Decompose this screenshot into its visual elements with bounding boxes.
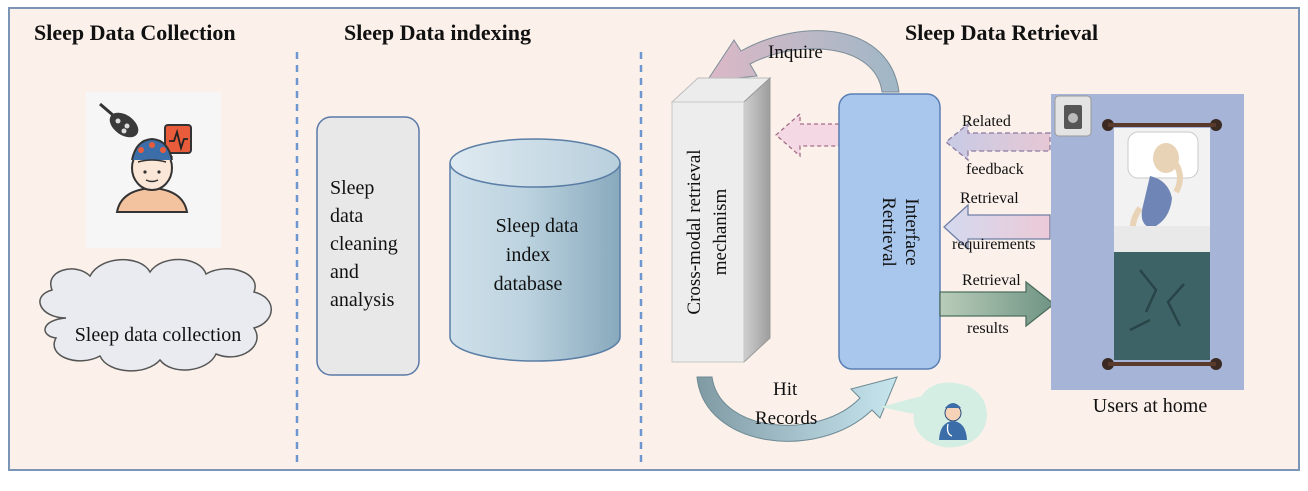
- retrieval-requirements-arrow: [943, 203, 1051, 251]
- database-line-1: Sleep data: [496, 215, 579, 237]
- section-title-retrieval: Sleep Data Retrieval: [905, 20, 1098, 45]
- database-line-2: index: [506, 244, 550, 266]
- speaker-icon: [1054, 95, 1092, 137]
- retrieval-interface-box: [838, 93, 941, 370]
- related-label: Related: [962, 113, 1011, 130]
- cleaning-line-3: cleaning: [330, 233, 398, 255]
- feedback-label: feedback: [966, 161, 1024, 178]
- hit-label: Hit: [773, 379, 798, 400]
- cleaning-line-4: and: [330, 261, 359, 283]
- database-line-3: database: [494, 273, 563, 295]
- interface-line-1: Retrieval: [878, 197, 899, 267]
- related-feedback-arrow: [944, 122, 1051, 162]
- records-label: Records: [755, 408, 817, 429]
- users-label: Users at home: [1093, 395, 1208, 417]
- inquire-arrow: [706, 30, 900, 93]
- cleaning-line-2: data: [330, 205, 363, 227]
- mechanism-line-1: Cross-modal retrieval: [684, 149, 705, 314]
- cleaning-line-1: Sleep: [330, 177, 374, 199]
- requirements-label: requirements: [952, 236, 1036, 253]
- retrieval-results-arrow: [939, 280, 1056, 328]
- index-database-cylinder: [449, 138, 621, 362]
- section-title-collection: Sleep Data Collection: [34, 20, 236, 45]
- retrieval-mechanism-block: [670, 76, 772, 364]
- collection-cloud-label: Sleep data collection: [75, 324, 242, 346]
- retrieval-res-label: Retrieval: [962, 272, 1021, 289]
- collection-cloud: [39, 258, 272, 372]
- interface-to-mechanism-arrow: [775, 112, 840, 158]
- doctor-icon: [880, 382, 987, 448]
- cleaning-line-5: analysis: [330, 289, 395, 311]
- section-title-indexing: Sleep Data indexing: [344, 20, 531, 45]
- retrieval-req-label: Retrieval: [960, 190, 1019, 207]
- results-label: results: [967, 320, 1009, 337]
- sleeping-user-icon: [1051, 94, 1244, 390]
- hit-records-arrow: [696, 376, 898, 442]
- eeg-patient-icon: [86, 92, 221, 248]
- mechanism-line-2: mechanism: [710, 189, 731, 276]
- inquire-label: Inquire: [768, 42, 823, 63]
- interface-line-2: Interface: [901, 198, 922, 266]
- cleaning-analysis-box: [316, 116, 420, 376]
